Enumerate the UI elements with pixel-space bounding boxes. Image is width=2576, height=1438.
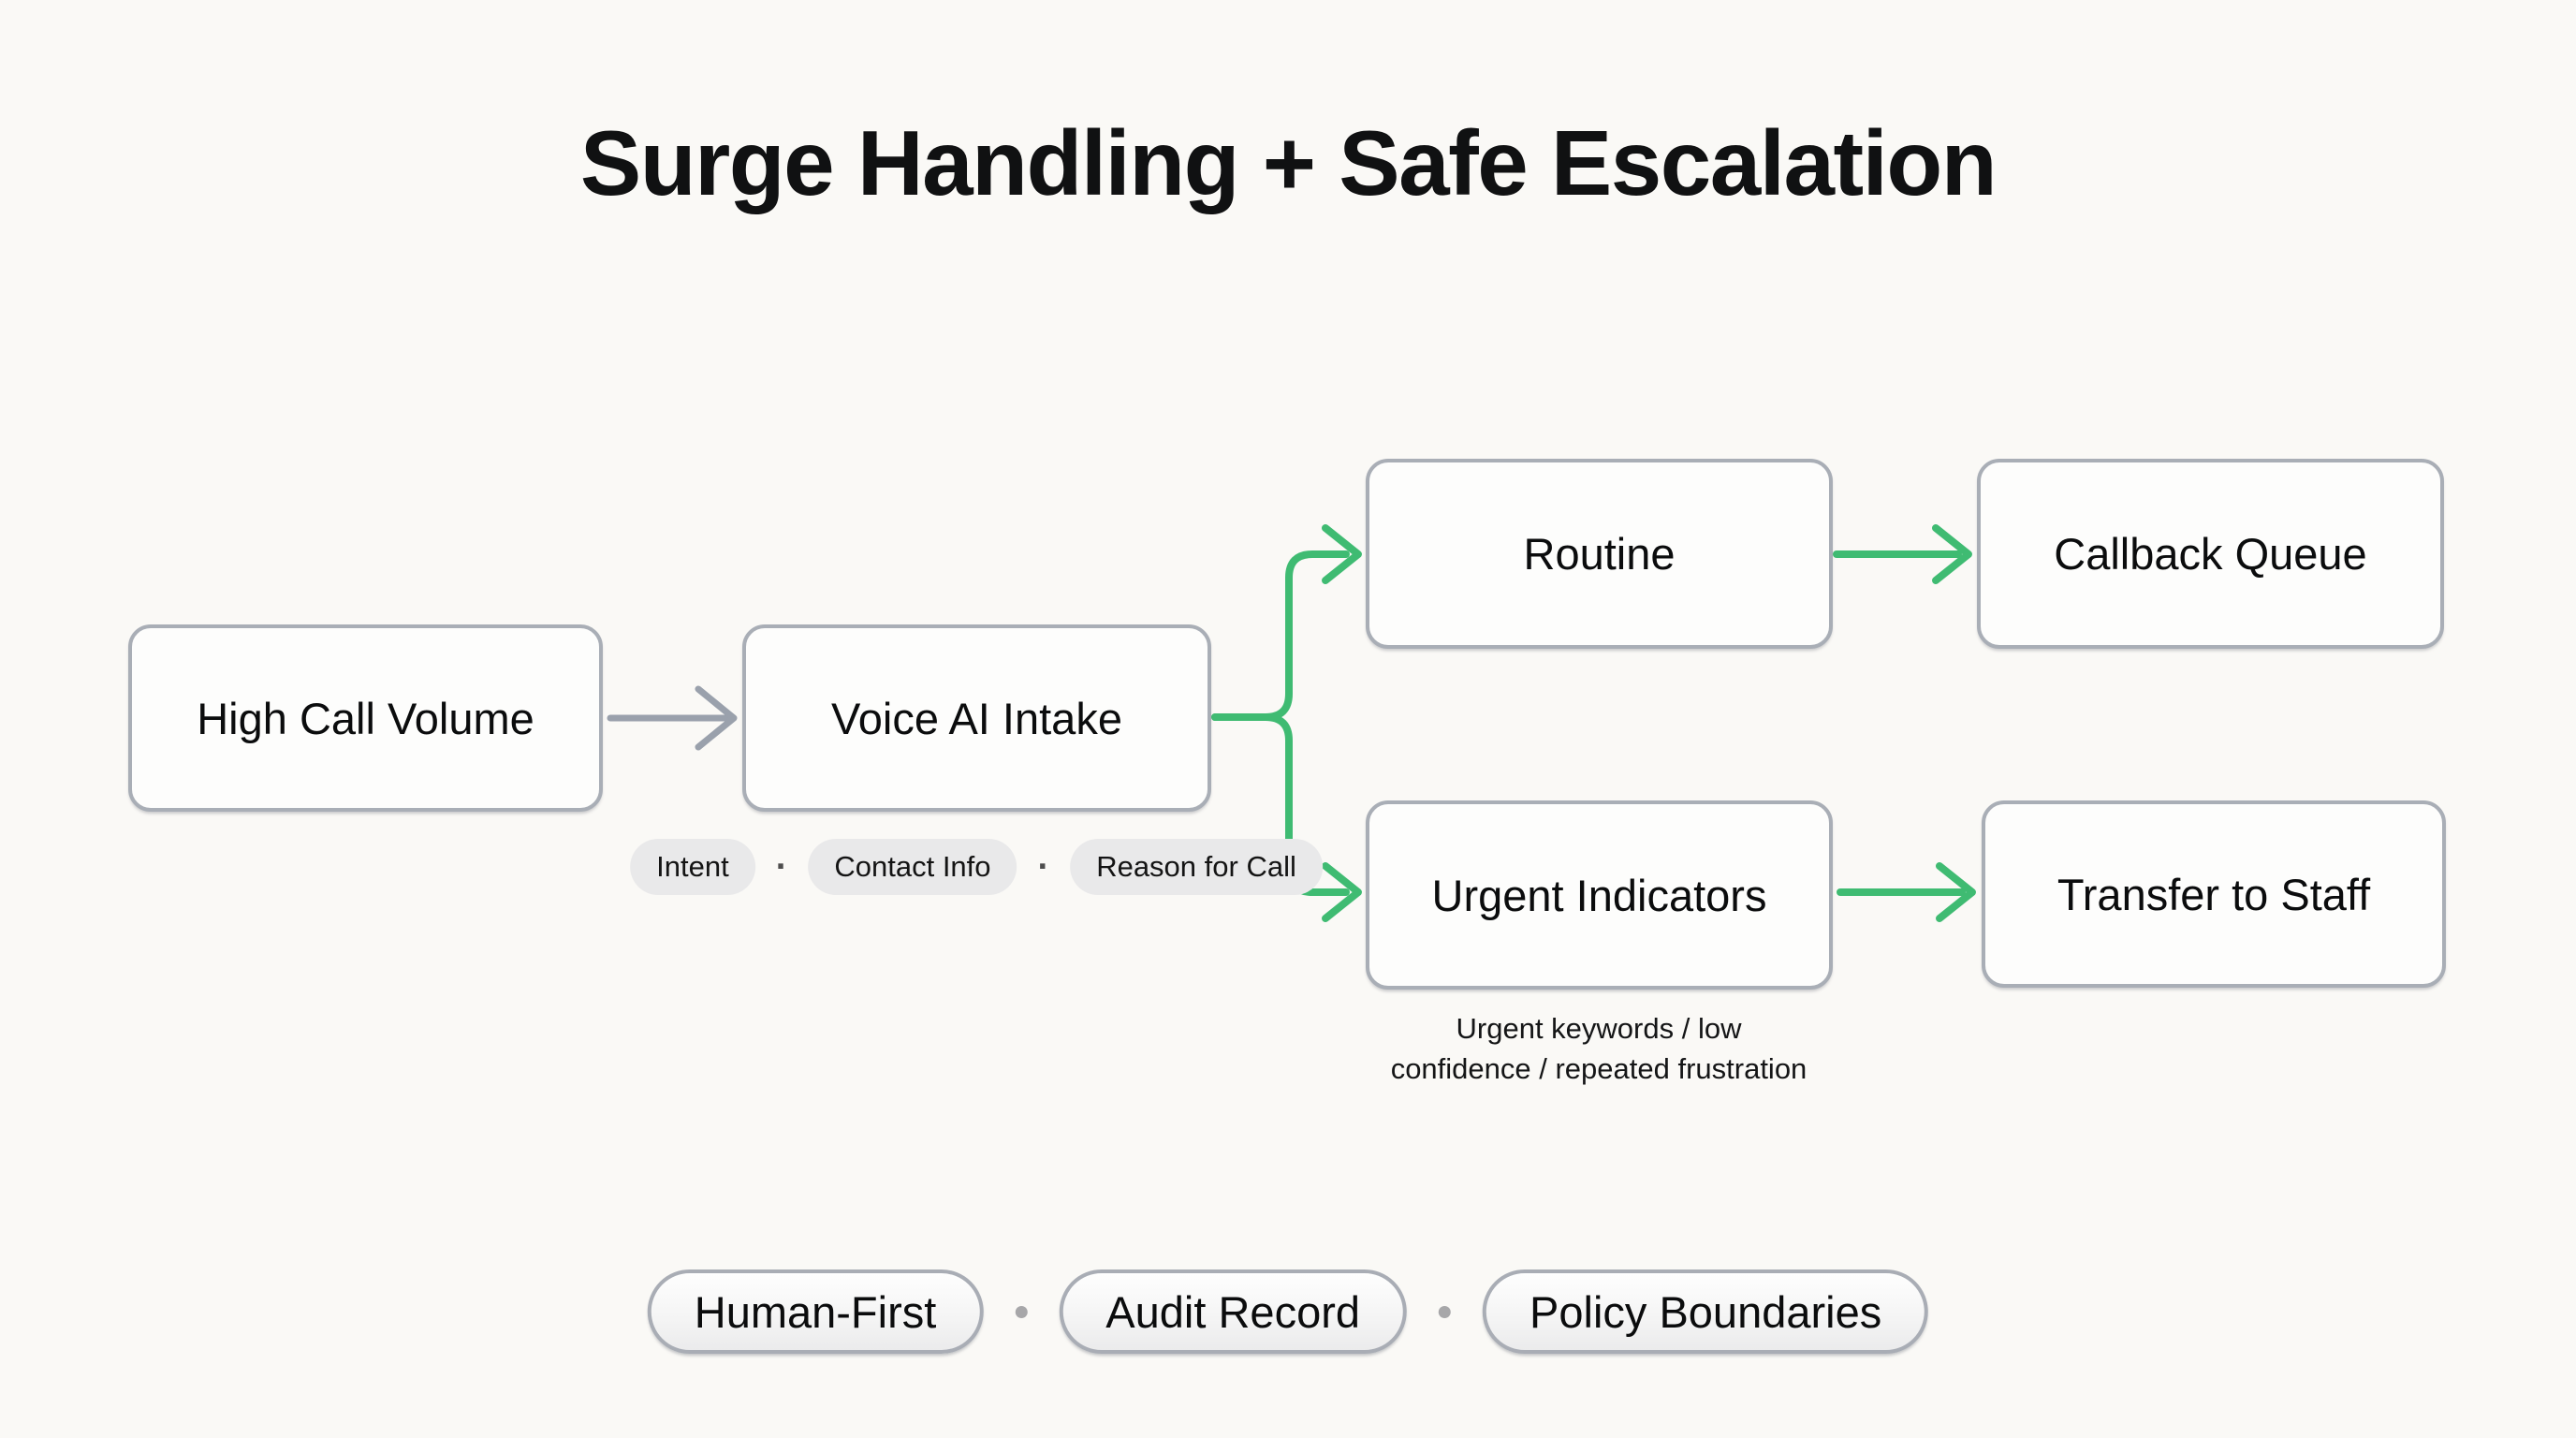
tag-contact-info: Contact Info	[808, 839, 1017, 896]
node-high-call-volume: High Call Volume	[128, 624, 603, 812]
arrow-urgent-to-transfer	[1837, 862, 1976, 922]
tag-reason-for-call: Reason for Call	[1070, 839, 1323, 896]
page-title: Surge Handling + Safe Escalation	[579, 111, 1998, 214]
node-label: Callback Queue	[2054, 529, 2367, 579]
tag-separator-dot: ·	[775, 847, 788, 888]
arrow-volume-to-intake	[607, 685, 738, 751]
badge-audit-record: Audit Record	[1059, 1269, 1408, 1354]
node-label: High Call Volume	[197, 693, 534, 743]
node-transfer-to-staff: Transfer to Staff	[1982, 800, 2446, 988]
intake-tags-row: Intent · Contact Info · Reason for Call	[630, 839, 1323, 896]
node-label: Transfer to Staff	[2056, 869, 2371, 919]
footer-badges-row: Human-First Audit Record Policy Boundari…	[647, 1269, 1929, 1354]
tag-intent: Intent	[630, 839, 755, 896]
badge-separator-dot	[1015, 1305, 1028, 1318]
badge-separator-dot	[1439, 1305, 1452, 1318]
node-voice-ai-intake: Voice AI Intake	[742, 624, 1211, 812]
node-urgent-indicators: Urgent Indicators	[1366, 800, 1833, 990]
urgent-indicators-note: Urgent keywords / low confidence / repea…	[1391, 1009, 1808, 1090]
arrow-intake-to-routine	[1211, 524, 1362, 721]
urgent-note-line2: confidence / repeated frustration	[1390, 1051, 1808, 1085]
badge-human-first: Human-First	[647, 1269, 984, 1354]
arrow-routine-to-callback	[1833, 524, 1972, 584]
badge-policy-boundaries: Policy Boundaries	[1483, 1269, 1929, 1354]
urgent-note-line1: Urgent keywords / low	[1456, 1012, 1742, 1045]
tag-separator-dot: ·	[1037, 847, 1050, 888]
node-callback-queue: Callback Queue	[1977, 459, 2444, 649]
node-routine: Routine	[1366, 459, 1833, 649]
node-label: Voice AI Intake	[831, 693, 1122, 743]
node-label: Urgent Indicators	[1431, 870, 1767, 920]
node-label: Routine	[1523, 529, 1676, 579]
